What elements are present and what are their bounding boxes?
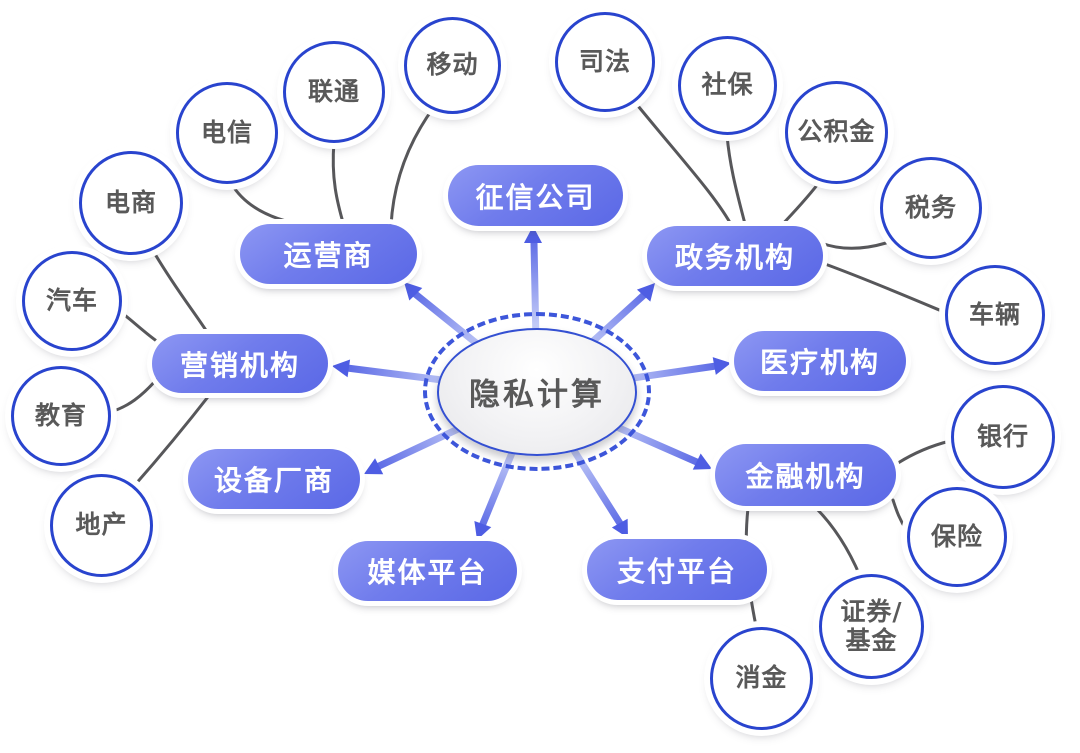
arrowheads — [332, 226, 731, 540]
leaf-node-securities-fund[interactable]: 证券/基金 — [819, 574, 924, 679]
leaf-node-justice[interactable]: 司法 — [555, 12, 655, 112]
category-node-carrier[interactable]: 运营商 — [240, 224, 417, 284]
leaf-node-vehicle[interactable]: 车辆 — [945, 265, 1045, 365]
leaf-node-tax[interactable]: 税务 — [880, 157, 982, 259]
leaf-node-housing-fund[interactable]: 公积金 — [785, 81, 888, 184]
center-dashed-ring: 隐私计算 — [423, 312, 651, 471]
leaf-node-ecommerce[interactable]: 电商 — [79, 151, 183, 255]
category-node-device-vendor[interactable]: 设备厂商 — [188, 449, 360, 509]
category-node-credit-company[interactable]: 征信公司 — [448, 165, 623, 226]
branch-connectors — [108, 99, 952, 628]
category-node-medical[interactable]: 医疗机构 — [734, 331, 906, 391]
leaf-node-real-estate[interactable]: 地产 — [50, 474, 153, 577]
leaf-node-consumer-finance[interactable]: 消金 — [710, 627, 813, 730]
leaf-node-telecom[interactable]: 电信 — [176, 82, 278, 184]
leaf-node-bank[interactable]: 银行 — [951, 385, 1055, 489]
center-node-privacy-computing[interactable]: 隐私计算 — [437, 327, 637, 456]
leaf-node-mobile[interactable]: 移动 — [404, 17, 501, 114]
leaf-node-insurance[interactable]: 保险 — [907, 487, 1007, 587]
leaf-node-unicom[interactable]: 联通 — [283, 41, 385, 143]
leaf-node-automobile[interactable]: 汽车 — [22, 251, 122, 351]
category-node-media-platform[interactable]: 媒体平台 — [338, 541, 517, 601]
category-node-finance[interactable]: 金融机构 — [715, 444, 896, 506]
category-node-payment-platform[interactable]: 支付平台 — [587, 539, 767, 600]
category-node-marketing[interactable]: 营销机构 — [152, 334, 328, 393]
leaf-node-education[interactable]: 教育 — [11, 366, 111, 466]
leaf-node-social-security[interactable]: 社保 — [678, 36, 777, 135]
category-node-government[interactable]: 政务机构 — [647, 226, 823, 286]
